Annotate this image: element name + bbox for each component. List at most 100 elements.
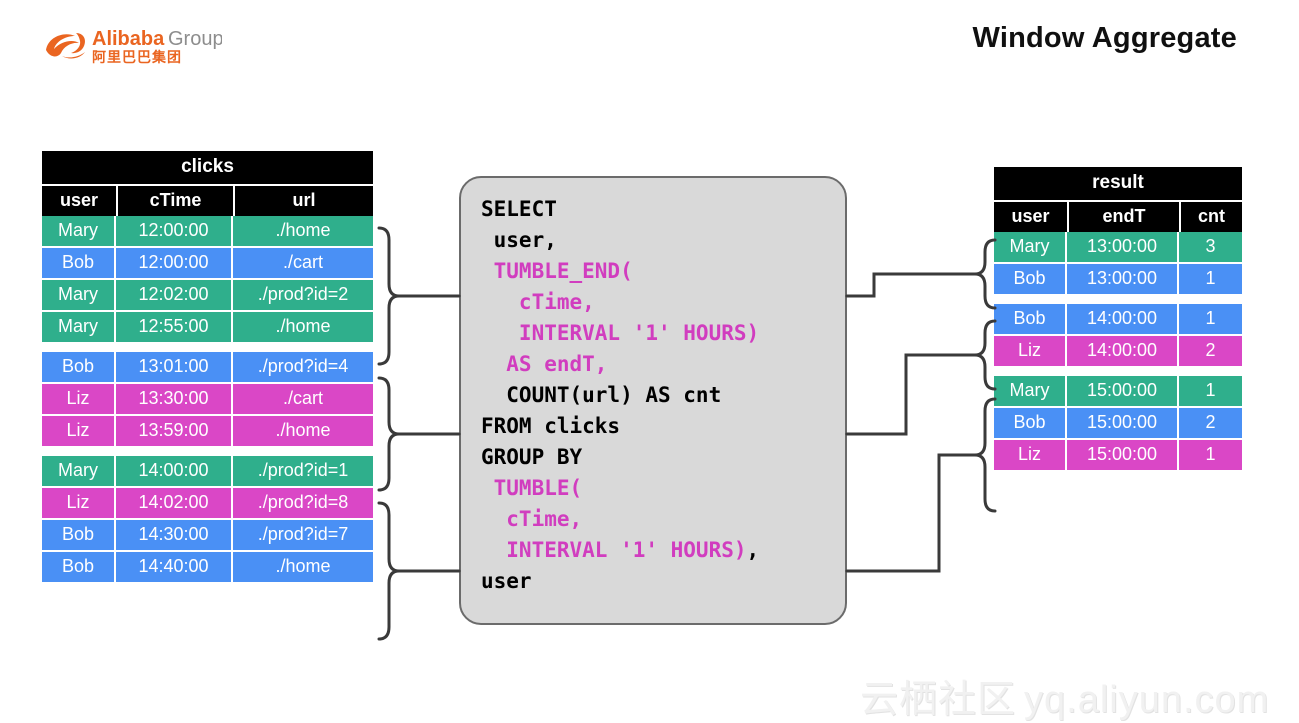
- cell-url: ./prod?id=7: [233, 520, 373, 552]
- cell-user: Liz: [42, 384, 116, 416]
- cell-cTime: 12:55:00: [116, 312, 233, 342]
- cell-endT: 15:00:00: [1067, 440, 1179, 470]
- sql-keyword-token: TUMBLE(: [481, 476, 583, 500]
- cell-user: Bob: [42, 248, 116, 280]
- cell-url: ./home: [233, 552, 373, 582]
- watermark-chinese: 云栖社区: [860, 677, 1017, 721]
- cell-cTime: 14:40:00: [116, 552, 233, 582]
- cell-endT: 15:00:00: [1067, 408, 1179, 440]
- cell-url: ./prod?id=4: [233, 352, 373, 384]
- sql-token: ,: [746, 538, 760, 562]
- cell-cTime: 12:00:00: [116, 248, 233, 280]
- cell-url: ./cart: [233, 384, 373, 416]
- sql-keyword-token: INTERVAL '1' HOURS): [481, 538, 747, 562]
- column-header-user: user: [42, 186, 116, 216]
- cell-cnt: 1: [1179, 264, 1242, 294]
- sql-keyword-token: cTime,: [481, 290, 595, 314]
- cell-cTime: 12:02:00: [116, 280, 233, 312]
- sql-keyword-token: TUMBLE_END(: [481, 259, 633, 283]
- cell-endT: 13:00:00: [1067, 264, 1179, 294]
- cell-endT: 14:00:00: [1067, 336, 1179, 366]
- sql-keyword-token: INTERVAL '1' HOURS): [481, 321, 760, 345]
- cell-url: ./home: [233, 216, 373, 248]
- brace-right-group-2: [974, 319, 997, 391]
- cell-url: ./home: [233, 312, 373, 342]
- cell-url: ./prod?id=8: [233, 488, 373, 520]
- cell-user: Mary: [994, 376, 1067, 408]
- alibaba-logo-icon: Alibaba Group 阿里巴巴集团: [46, 28, 222, 66]
- svg-text:Alibaba: Alibaba: [92, 28, 165, 50]
- cell-cnt: 2: [1179, 408, 1242, 440]
- cell-user: Mary: [42, 312, 116, 342]
- sql-token: GROUP BY: [481, 445, 583, 469]
- watermark-url: yq.aliyun.com: [1024, 679, 1270, 721]
- result-table-caption: result: [994, 167, 1242, 202]
- brace-right-group-3: [974, 397, 997, 513]
- sql-token: FROM clicks: [481, 414, 621, 438]
- sql-keyword-token: AS endT,: [481, 352, 608, 376]
- lead-right-group-1: [845, 272, 977, 298]
- cell-user: Bob: [994, 264, 1067, 294]
- alibaba-group-logo: Alibaba Group 阿里巴巴集团: [42, 24, 222, 66]
- cell-url: ./cart: [233, 248, 373, 280]
- cell-cnt: 1: [1179, 304, 1242, 336]
- cell-url: ./home: [233, 416, 373, 446]
- cell-cTime: 12:00:00: [116, 216, 233, 248]
- cell-user: Mary: [42, 280, 116, 312]
- cell-user: Liz: [994, 440, 1067, 470]
- page-title: Window Aggregate: [972, 22, 1237, 54]
- cell-user: Bob: [994, 304, 1067, 336]
- column-header-cnt: cnt: [1179, 202, 1242, 232]
- column-header-url: url: [233, 186, 373, 216]
- group-separator: [42, 446, 373, 456]
- brace-left-group-2: [377, 376, 400, 492]
- cell-endT: 14:00:00: [1067, 304, 1179, 336]
- cell-cTime: 13:59:00: [116, 416, 233, 446]
- cell-user: Bob: [42, 552, 116, 582]
- column-header-ctime: cTime: [116, 186, 233, 216]
- cell-cTime: 14:30:00: [116, 520, 233, 552]
- svg-text:Group: Group: [168, 28, 222, 50]
- cell-cTime: 13:30:00: [116, 384, 233, 416]
- cell-user: Bob: [42, 352, 116, 384]
- cell-url: ./prod?id=1: [233, 456, 373, 488]
- cell-cTime: 14:02:00: [116, 488, 233, 520]
- cell-user: Mary: [42, 456, 116, 488]
- cell-cTime: 14:00:00: [116, 456, 233, 488]
- cell-user: Mary: [994, 232, 1067, 264]
- sql-token: user: [481, 569, 532, 593]
- result-table-header-row: user endT cnt: [994, 202, 1242, 232]
- lead-right-group-3: [845, 453, 977, 573]
- cell-user: Mary: [42, 216, 116, 248]
- clicks-table-header-row: user cTime url: [42, 186, 373, 216]
- cell-endT: 13:00:00: [1067, 232, 1179, 264]
- cell-cnt: 3: [1179, 232, 1242, 264]
- lead-right-group-2: [845, 353, 977, 436]
- clicks-table-caption: clicks: [42, 151, 373, 186]
- cell-endT: 15:00:00: [1067, 376, 1179, 408]
- sql-token: COUNT(url) AS cnt: [481, 383, 722, 407]
- cell-user: Bob: [994, 408, 1067, 440]
- cell-user: Liz: [42, 488, 116, 520]
- column-header-user: user: [994, 202, 1067, 232]
- brace-left-group-1: [377, 226, 400, 366]
- sql-token: SELECT: [481, 197, 557, 221]
- cell-user: Liz: [42, 416, 116, 446]
